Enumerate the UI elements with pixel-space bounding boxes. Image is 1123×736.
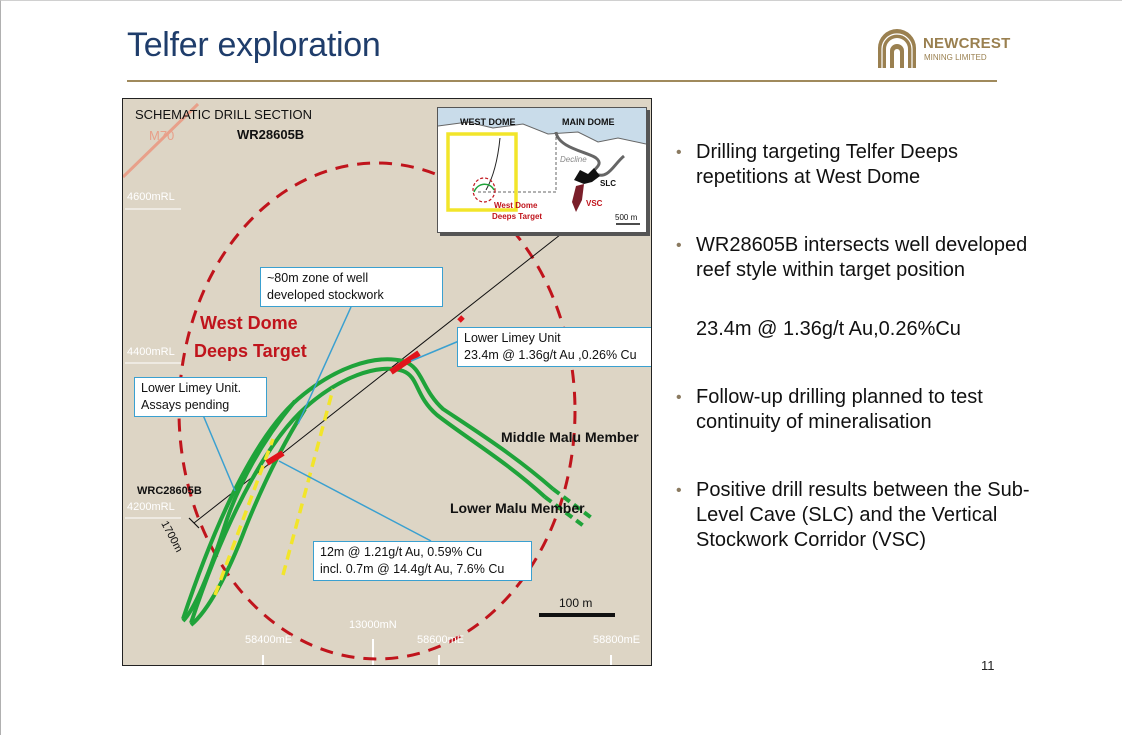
inset-vsc-shape [572,184,584,212]
callout-limey-pending-line1: Lower Limey Unit. [141,381,242,395]
inset-slc-shape [574,168,600,184]
page-number: 11 [981,658,995,673]
newcrest-emblem-icon [878,29,916,68]
target-ellipse [177,161,577,661]
inset-highlight-box [446,132,518,212]
target-label-line2: Deeps Target [194,341,307,361]
reef-inner-dashed [543,495,587,529]
inset-decline-path [554,131,625,177]
callout-stockwork-line2: developed stockwork [267,288,384,302]
bullet-result-text: 23.4m @ 1.36g/t Au,0.26%Cu [696,318,961,340]
schematic-drill-section: SCHEMATIC DRILL SECTION M70 WR28605B 460… [122,98,652,666]
logo-wordmark: NEWCREST [923,35,1011,52]
inset-reef [473,183,495,193]
bullet-text-4: Positive drill results between the Sub-L… [696,479,1030,551]
inset-target-line1: West Dome [494,201,538,210]
inset-slc-label: SLC [600,179,616,188]
inset-main-dome: MAIN DOME [562,117,615,127]
callout-limey-result-line2: 23.4m @ 1.36g/t Au ,0.26% Cu [464,348,637,362]
location-inset-map: WEST DOME MAIN DOME Decline SLC VSC West… [437,107,647,233]
callout-lower-result-line1: 12m @ 1.21g/t Au, 0.59% Cu [320,545,483,559]
easting-label-58600: 58600mE [417,634,465,646]
middle-malu-label: Middle Malu Member [501,429,639,445]
bullet-dot-icon: • [676,144,682,161]
reef-left-limb-outer [181,399,297,623]
inset-drillhole [485,137,501,191]
inset-surface [438,121,646,145]
leader-lower-result [278,460,432,542]
reef-left-limb-inner [189,407,307,627]
leader-stockwork [297,306,352,425]
reef-inner-line [189,366,547,624]
bullet-dot-icon: • [676,482,682,499]
rl-label-4200: 4200mRL [127,501,175,513]
inset-target-line2: Deeps Target [492,212,543,221]
leader-limey-pending [202,414,236,492]
callout-stockwork-line1: ~80m zone of well [267,271,369,285]
inset-sky [438,108,646,144]
bullet-text-2: WR28605B intersects well developed reef … [696,234,1028,281]
callout-stockwork: ~80m zone of well developed stockwork [260,267,443,307]
callout-limey-result: Lower Limey Unit 23.4m @ 1.36g/t Au ,0.2… [457,327,651,367]
northing-label: 13000mN [349,619,397,631]
newcrest-logo: NEWCREST MINING LIMITED [872,24,1010,74]
title-underline [127,80,997,82]
intercept-small [457,315,465,323]
hole-end-tick [188,517,200,529]
m70-fault-line [123,102,200,179]
inset-vsc-label: VSC [586,199,603,208]
section-title: SCHEMATIC DRILL SECTION [135,107,312,122]
bullet-dot-icon: • [676,237,682,254]
callout-limey-result-line1: Lower Limey Unit [464,331,561,345]
bullet-text-3: Follow-up drilling planned to test conti… [696,386,983,433]
inset-scale-label: 500 m [615,213,638,222]
rl-label-4400: 4400mRL [127,346,175,358]
rl-label-4600: 4600mRL [127,191,175,203]
stockwork-line-2 [281,388,335,576]
bullet-dot-icon: • [676,389,682,406]
lower-malu-label: Lower Malu Member [450,500,585,516]
reef-outer-dashed [551,487,595,521]
scale-bar-label: 100 m [559,596,593,610]
inset-decline-label: Decline [560,155,587,164]
intercept-lower-result [265,450,285,466]
stockwork-line-1 [213,438,275,596]
slide-title: Telfer exploration [127,26,381,64]
callout-lower-result: 12m @ 1.21g/t Au, 0.59% Cu incl. 0.7m @ … [313,541,532,581]
easting-label-58400: 58400mE [245,634,293,646]
inset-target-ellipse [472,177,496,203]
leader-limey-result [410,340,460,362]
reef-outer-line [181,357,555,620]
callout-limey-pending: Lower Limey Unit. Assays pending [134,377,267,417]
callout-lower-result-line2: incl. 0.7m @ 14.4g/t Au, 7.6% Cu [320,562,505,576]
bullet-text-1: Drilling targeting Telfer Deeps repetiti… [696,141,958,188]
callout-limey-pending-line2: Assays pending [141,398,230,412]
logo-subtitle: MINING LIMITED [924,53,987,62]
inset-west-dome: WEST DOME [460,117,516,127]
target-label-line1: West Dome [200,313,298,333]
easting-label-58800: 58800mE [593,634,641,646]
inset-graphic [438,108,646,225]
collar-label: WRC28605B [137,485,202,497]
m70-label: M70 [149,128,175,143]
intercept-limey-unit [389,350,421,375]
drill-section-graphic [123,102,615,665]
hole-id-label: WR28605B [237,127,305,142]
